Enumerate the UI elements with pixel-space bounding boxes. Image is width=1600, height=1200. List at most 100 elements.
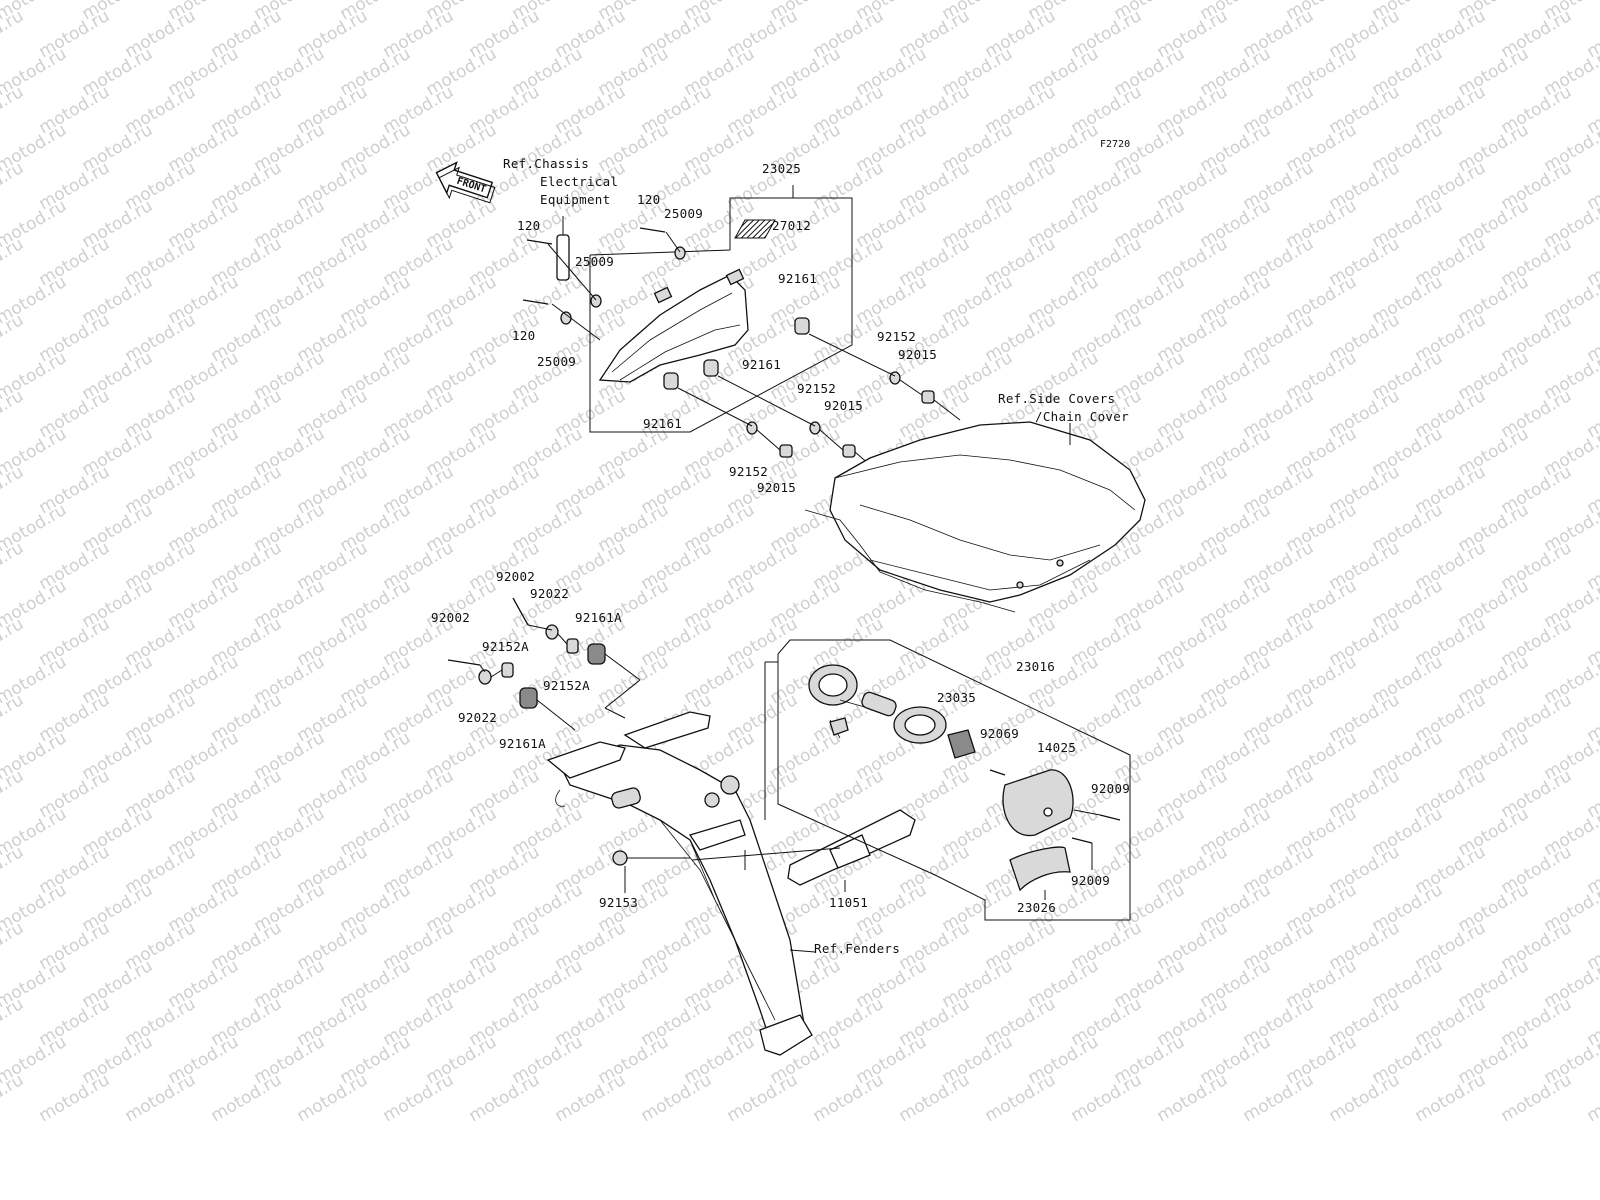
frame-23025 — [589, 197, 853, 433]
watermark-text: motod.ru — [0, 766, 27, 822]
part-label[interactable]: 92022 — [530, 586, 569, 601]
ref-fenders-label[interactable]: Ref.Fenders — [814, 941, 900, 956]
watermark-text: motod.ru — [1068, 1070, 1146, 1126]
lower-assembly — [447, 597, 916, 1056]
side-cover-part — [804, 421, 1146, 613]
license-plate-holder — [759, 1014, 813, 1056]
watermark-text: motod.ru — [1498, 1070, 1576, 1126]
gasket-part — [1009, 846, 1071, 892]
watermark-text: motod.ru — [122, 1070, 200, 1126]
rear-cowl-part — [598, 274, 749, 383]
bolt-icon — [522, 227, 666, 305]
watermark-text: motod.ru — [0, 462, 27, 518]
watermark-text: motod.ru — [0, 234, 27, 290]
part-label[interactable]: 92002 — [496, 569, 535, 584]
watermark-text: motod.ru — [208, 1070, 286, 1126]
labels: Ref.Chassis Electrical Equipment 23025 2… — [431, 156, 1130, 956]
part-label[interactable]: 25009 — [575, 254, 614, 269]
ref-chassis-label-2: Electrical — [540, 174, 618, 189]
watermark-text: motod.ru — [638, 1070, 716, 1126]
watermark-text: motod.ru — [0, 614, 27, 670]
part-label[interactable]: 92161A — [575, 610, 622, 625]
screw-icon — [989, 769, 1006, 776]
part-label[interactable]: 92161 — [778, 271, 817, 286]
watermark-text: motod.ru — [0, 158, 27, 214]
emblem-part — [734, 219, 776, 239]
watermark-text: motod.ru — [896, 1070, 974, 1126]
part-label[interactable]: 92069 — [980, 726, 1019, 741]
part-label[interactable]: 92152 — [797, 381, 836, 396]
watermark-text: motod.ru — [1412, 1070, 1490, 1126]
part-label[interactable]: 27012 — [772, 218, 811, 233]
watermark-text: motod.ru — [1240, 1070, 1318, 1126]
grommet-icon — [663, 317, 810, 390]
part-label[interactable]: 23026 — [1017, 900, 1056, 915]
washer-icon — [478, 624, 559, 685]
watermark-text: motod.ru — [810, 1070, 888, 1126]
watermark-text: motod.ru — [0, 918, 27, 974]
watermark-text: motod.ru — [552, 1070, 630, 1126]
part-label[interactable]: 120 — [637, 192, 660, 207]
watermark-text: motod.ru — [1154, 1070, 1232, 1126]
part-label[interactable]: 92015 — [898, 347, 937, 362]
watermark-text: motod.ru — [0, 6, 27, 62]
diagram-id: F2720 — [1100, 139, 1130, 150]
bolt-head-icon — [612, 850, 628, 866]
frame-23016 — [777, 639, 1131, 921]
connector-part — [556, 234, 570, 281]
part-label[interactable]: 92152A — [482, 639, 529, 654]
part-label[interactable]: 25009 — [537, 354, 576, 369]
watermark-text: motod.ru — [0, 842, 27, 898]
part-label[interactable]: 92009 — [1091, 781, 1130, 796]
part-label[interactable]: 23016 — [1016, 659, 1055, 674]
watermark-text: motod.ru — [294, 1070, 372, 1126]
watermark-text: motod.ru — [380, 1070, 458, 1126]
part-label[interactable]: 92152 — [877, 329, 916, 344]
upper-bracket-part — [623, 711, 711, 749]
collar-icon — [501, 638, 579, 678]
watermark-text: motod.ru — [1326, 1070, 1404, 1126]
bulb-socket-part — [861, 691, 897, 717]
part-label[interactable]: 92152A — [543, 678, 590, 693]
part-label[interactable]: 92161A — [499, 736, 546, 751]
part-label[interactable]: 92002 — [431, 610, 470, 625]
part-label[interactable]: 92015 — [824, 398, 863, 413]
watermark-text: motod.ru — [36, 1070, 114, 1126]
watermark-text: motod.ru — [466, 1070, 544, 1126]
front-arrow-icon: FRONT — [435, 161, 496, 204]
part-label[interactable]: 92022 — [458, 710, 497, 725]
watermark-text: motod.ru — [0, 994, 27, 1050]
watermark-text: motod.ru — [0, 310, 27, 366]
watermark-text: motod.ru — [724, 1070, 802, 1126]
watermark-text: motod.ru — [0, 386, 27, 442]
ref-chassis-label-3: Equipment — [540, 192, 610, 207]
watermark-text: motod.ru — [0, 538, 27, 594]
part-label[interactable]: 92161 — [643, 416, 682, 431]
license-light-assembly — [764, 639, 1131, 921]
part-label[interactable]: 14025 — [1037, 740, 1076, 755]
part-label[interactable]: 25009 — [664, 206, 703, 221]
ref-chassis-label[interactable]: Ref.Chassis — [503, 156, 589, 171]
part-label[interactable]: 11051 — [829, 895, 868, 910]
part-label[interactable]: 23035 — [937, 690, 976, 705]
part-label[interactable]: 120 — [512, 328, 535, 343]
ref-side-covers-label[interactable]: Ref.Side Covers — [998, 391, 1115, 406]
part-label[interactable]: 92161 — [742, 357, 781, 372]
lens-cover-part — [1002, 769, 1074, 837]
bolt-icon — [447, 597, 529, 666]
ref-chain-cover-label: /Chain Cover — [1035, 409, 1129, 424]
watermark-text: motod.ru — [1584, 1070, 1600, 1126]
screw-icon — [1099, 814, 1121, 821]
clip-part — [947, 729, 976, 759]
watermark-text: motod.ru — [982, 1070, 1060, 1126]
part-label[interactable]: 92152 — [729, 464, 768, 479]
part-label[interactable]: 23025 — [762, 161, 801, 176]
watermark-text: motod.ru — [0, 82, 27, 138]
part-label[interactable]: 92015 — [757, 480, 796, 495]
part-label[interactable]: 92153 — [599, 895, 638, 910]
upper-assembly — [522, 185, 961, 466]
part-label[interactable]: 92009 — [1071, 873, 1110, 888]
part-label[interactable]: 120 — [517, 218, 540, 233]
watermark-text: motod.ru — [0, 1070, 27, 1126]
